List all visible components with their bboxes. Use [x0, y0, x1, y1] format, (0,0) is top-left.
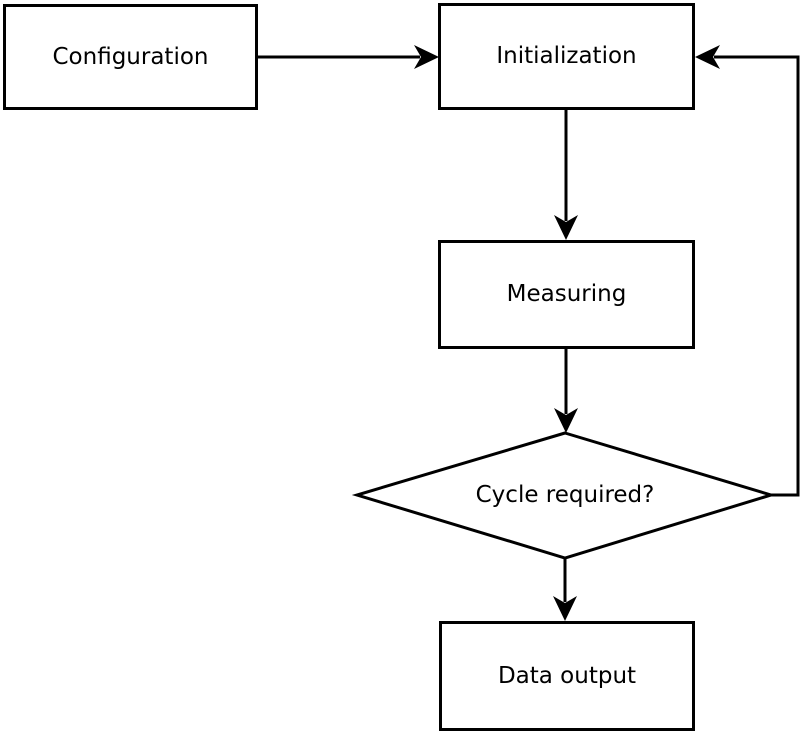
node-label: Measuring: [506, 281, 627, 307]
arrowhead-down-icon: [553, 596, 577, 621]
node-measuring: Measuring: [438, 240, 695, 349]
arrowhead-right-icon: [414, 45, 439, 69]
node-label: Cycle required?: [475, 481, 655, 508]
node-initialization: Initialization: [438, 3, 695, 110]
arrowhead-down-icon: [554, 408, 578, 433]
node-label: Data output: [497, 662, 637, 689]
edge-initialization-to-measuring: [554, 110, 578, 240]
edge-cycle-required-to-data-output: [553, 558, 577, 621]
node-label: Initialization: [496, 43, 637, 69]
node-label: Configuration: [52, 43, 209, 70]
node-data-output: Data output: [439, 621, 695, 731]
edge-cycle-required-to-initialization: [695, 45, 800, 497]
node-cycle-required: Cycle required?: [415, 470, 715, 520]
arrowhead-down-icon: [554, 215, 578, 240]
edge-configuration-to-initialization: [258, 45, 439, 69]
node-configuration: Configuration: [3, 4, 258, 110]
arrowhead-left-icon: [695, 45, 720, 69]
edge-measuring-to-cycle-required: [554, 349, 578, 433]
